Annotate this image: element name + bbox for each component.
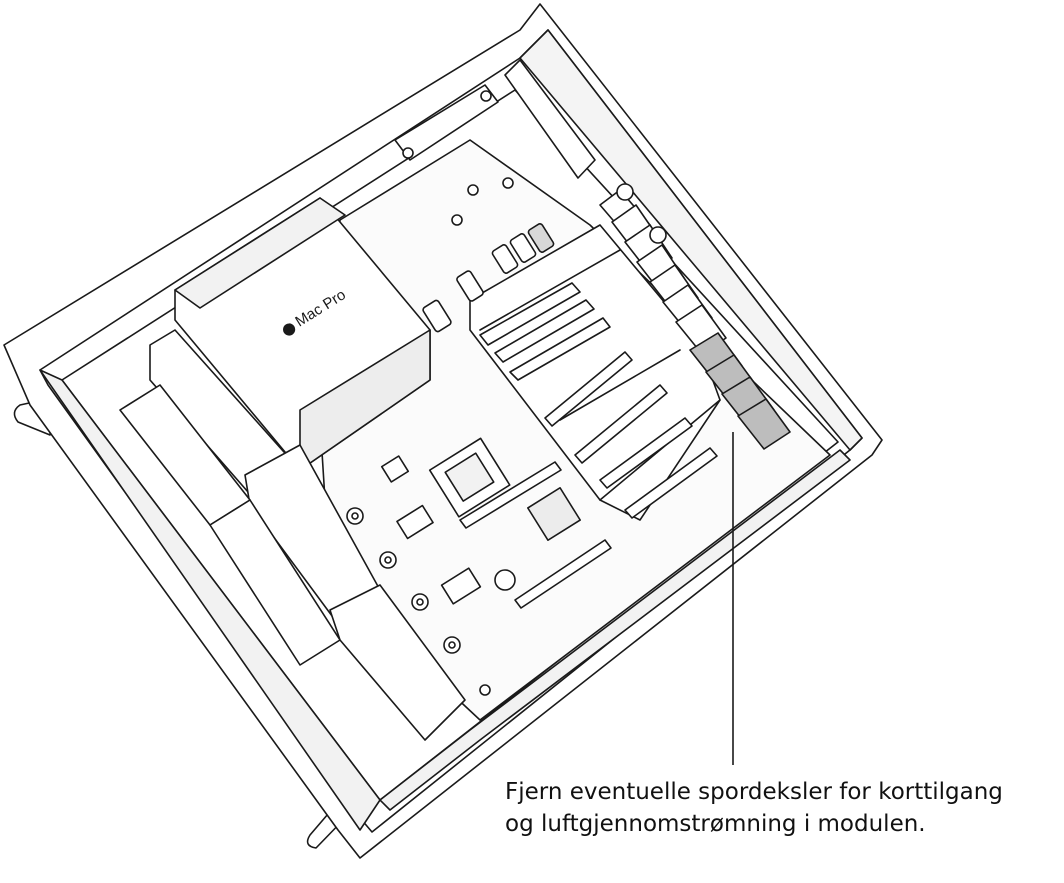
side-rail bbox=[519, 29, 863, 451]
fan-plate-lower bbox=[209, 499, 341, 666]
callout-line-1: Fjern eventuelle spordeksler for korttil… bbox=[505, 779, 1003, 805]
rail-bracket bbox=[504, 59, 596, 179]
chipset bbox=[527, 487, 581, 541]
thumbscrew bbox=[649, 226, 667, 244]
bracket-screw bbox=[480, 90, 492, 102]
standoffs bbox=[451, 177, 514, 226]
bracket-screw bbox=[402, 147, 414, 159]
fan-module-bottom bbox=[329, 584, 466, 741]
grommets bbox=[346, 507, 491, 696]
thumbscrew bbox=[616, 183, 634, 201]
left-panel bbox=[39, 369, 381, 831]
callout-text: Fjern eventuelle spordeksler for korttil… bbox=[505, 776, 1061, 840]
board-chips bbox=[380, 455, 516, 605]
callout-line-2: og luftgjennomstrømning i modulen. bbox=[505, 811, 926, 837]
io-ports bbox=[422, 223, 555, 333]
slot-cover-removed bbox=[737, 398, 791, 450]
pcie-slots bbox=[459, 282, 718, 609]
